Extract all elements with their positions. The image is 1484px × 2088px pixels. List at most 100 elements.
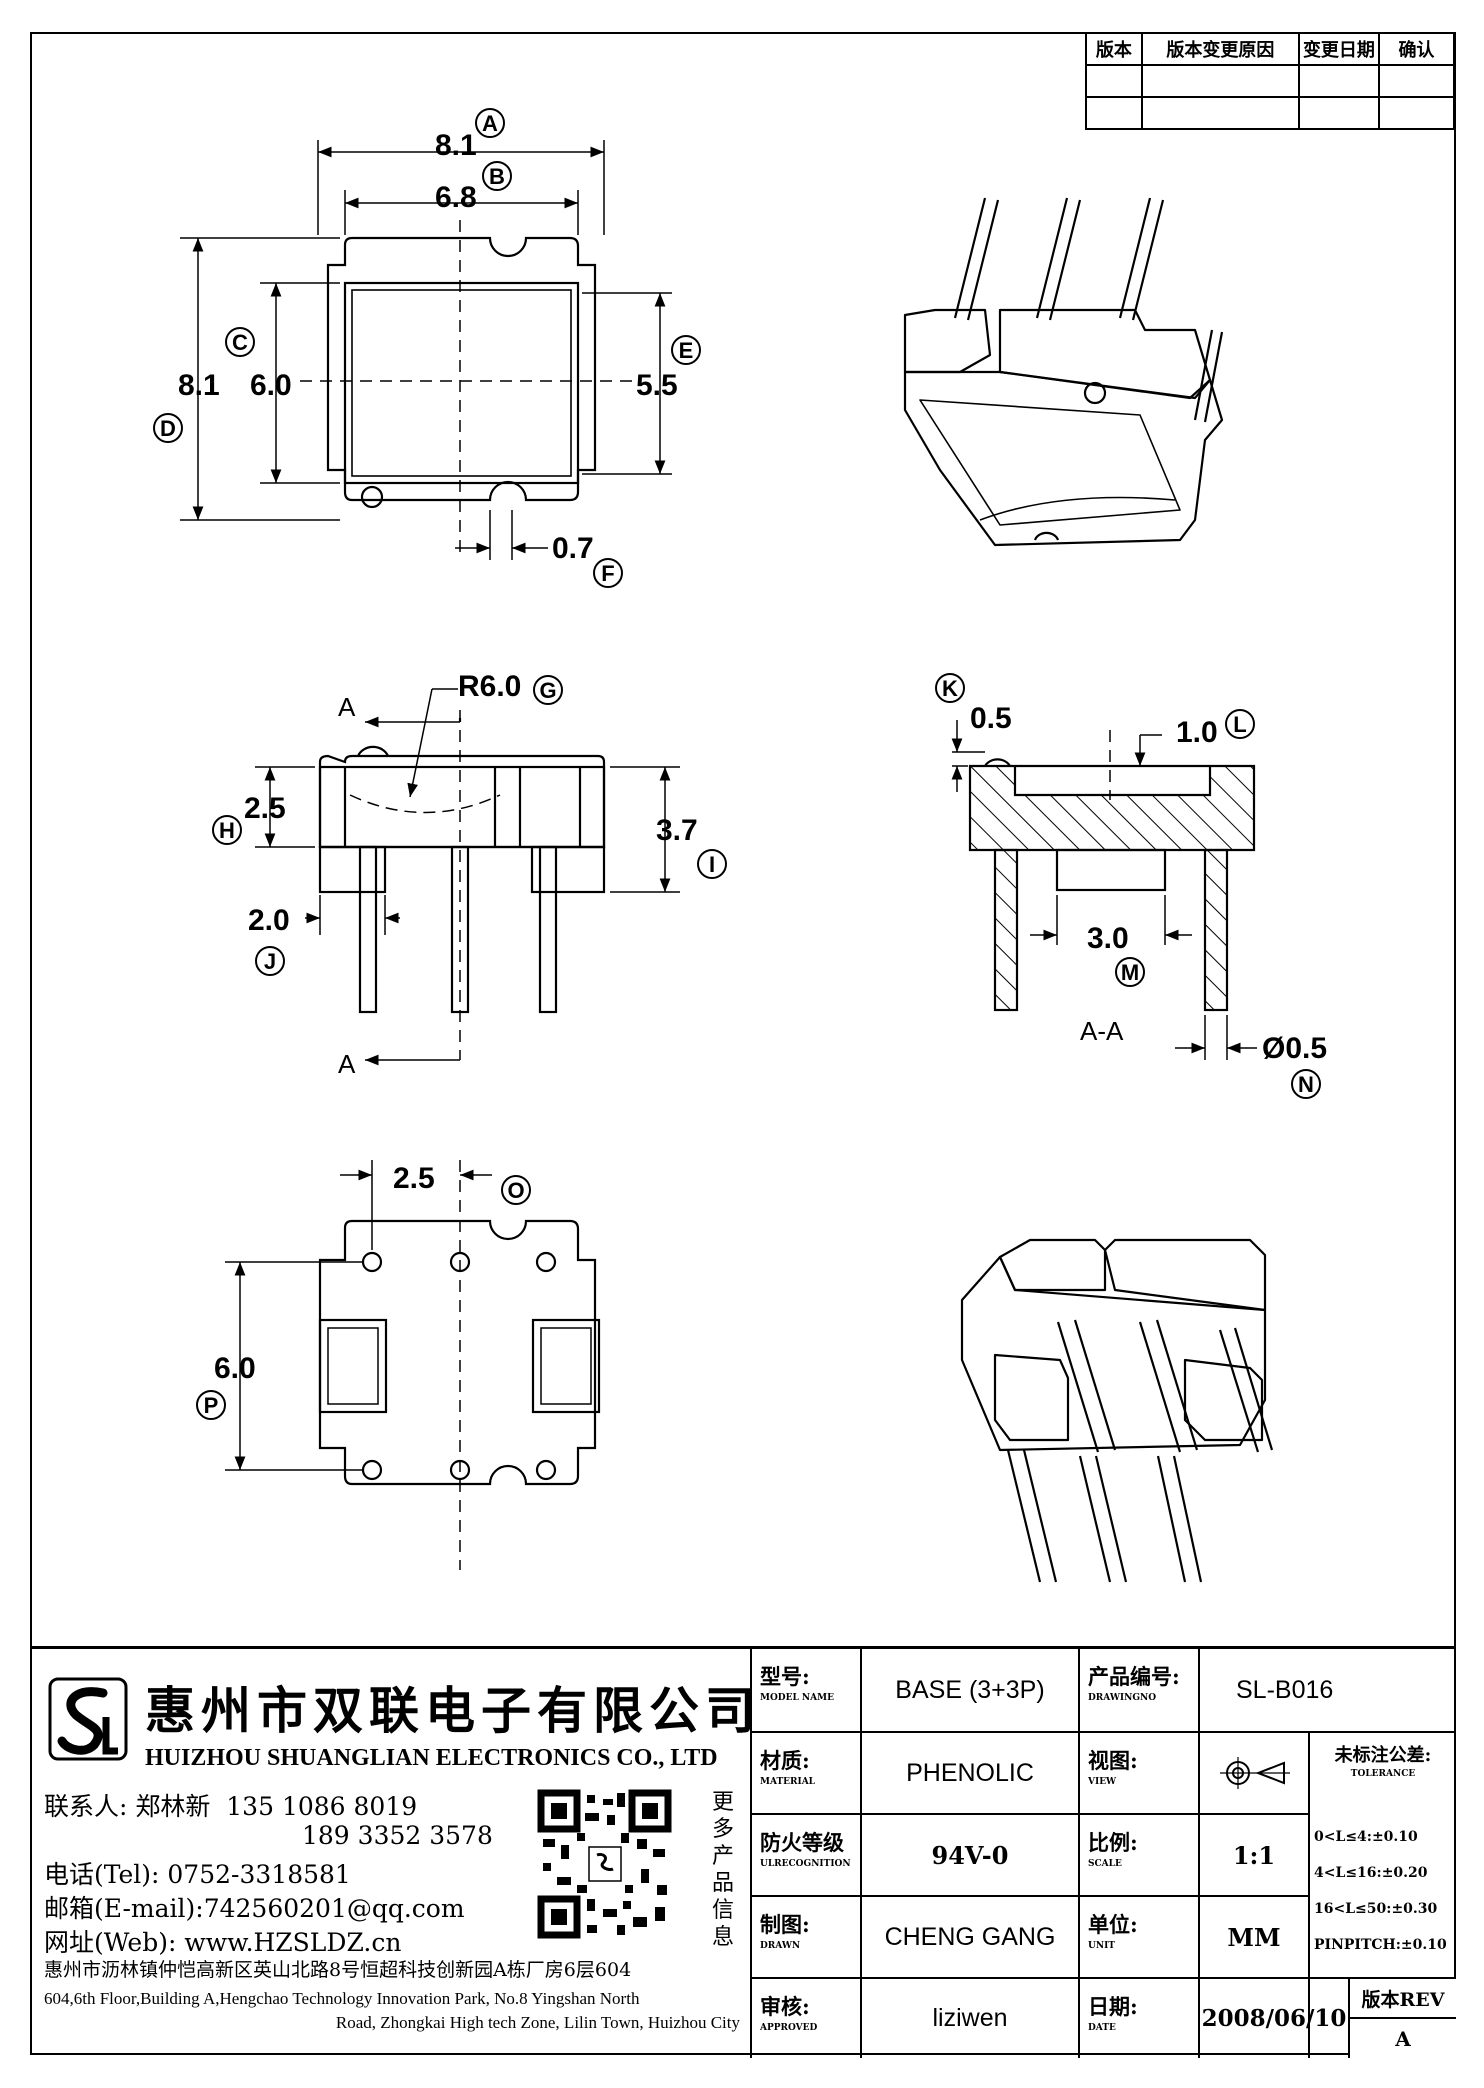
- more-info-label: 更 多 产 品 信 息: [711, 1790, 734, 1950]
- tag-g: G: [539, 678, 556, 703]
- drawing-views: 8.1 6.8 8.1 6.0 5.5 0.7 A B C D E F: [153, 108, 1327, 1583]
- dim-j-value: 2.0: [248, 904, 290, 937]
- view-label: 视图: VIEW: [1078, 1731, 1198, 1813]
- model-value: BASE (3+3P): [860, 1649, 1078, 1731]
- rev-cell: [1140, 64, 1300, 98]
- rev-header-reason: 版本变更原因: [1140, 32, 1300, 66]
- drawing-no-label: 产品编号: DRAWINGNO: [1078, 1649, 1198, 1731]
- approved-label: 审核: APPROVED: [750, 1977, 860, 2058]
- rev-cell: [1297, 96, 1380, 130]
- unit-value: MM: [1198, 1895, 1308, 1977]
- scale-value: 1:1: [1198, 1813, 1308, 1895]
- tag-j: J: [264, 949, 276, 974]
- tolerance-row: 4<L≤16:±0.20: [1314, 1865, 1428, 1881]
- rev-header-version: 版本: [1085, 32, 1143, 66]
- company-info: 惠州市双联电子有限公司 HUIZHOU SHUANGLIAN ELECTRONI…: [30, 1649, 755, 2058]
- company-name-en: HUIZHOU SHUANGLIAN ELECTRONICS CO., LTD: [145, 1745, 718, 1771]
- tag-k: K: [942, 676, 958, 701]
- dim-d-value: 8.1: [178, 369, 220, 402]
- drawing-no-value: SL-B016: [1198, 1649, 1456, 1731]
- contact-tel: 电话(Tel): 0752-3318581: [44, 1860, 351, 1889]
- dim-b-value: 6.8: [435, 181, 477, 214]
- date-value: 2008/06/10: [1198, 1977, 1348, 2058]
- isometric-view-bottom: [960, 1238, 1274, 1583]
- flame-rating-value: 94V-0: [860, 1813, 1078, 1895]
- tolerance-row: PINPITCH:±0.10: [1314, 1937, 1447, 1953]
- tag-d: D: [160, 416, 176, 441]
- address-en-line1: 604,6th Floor,Building A,Hengchao Techno…: [44, 1989, 640, 2008]
- scale-label: 比例: SCALE: [1078, 1813, 1198, 1895]
- section-mark-top: A: [338, 692, 356, 722]
- rev-cell: [1377, 64, 1456, 98]
- date-label: 日期: DATE: [1078, 1977, 1198, 2058]
- material-label: 材质: MATERIAL: [750, 1731, 860, 1813]
- dim-p-value: 6.0: [214, 1352, 256, 1385]
- dim-c-value: 6.0: [250, 369, 292, 402]
- rev-cell: [1140, 96, 1300, 130]
- company-logo-icon: [48, 1677, 128, 1761]
- front-view: [255, 688, 680, 1066]
- rev-cell: [1085, 96, 1143, 130]
- dim-a-value: 8.1: [435, 129, 477, 162]
- qr-code-icon: [537, 1789, 672, 1939]
- top-view: [180, 140, 672, 560]
- revision-table: 版本 版本变更原因 变更日期 确认: [1085, 32, 1456, 130]
- unit-label: 单位: UNIT: [1078, 1895, 1198, 1977]
- rev-cell: [1377, 96, 1456, 130]
- contact-phone2: 189 3352 3578: [302, 1821, 493, 1850]
- dim-g-value: R6.0: [458, 670, 521, 703]
- company-name-cn: 惠州市双联电子有限公司: [145, 1681, 761, 1740]
- top-outline: [326, 236, 597, 502]
- contact-phone1: 135 1086 8019: [226, 1792, 418, 1821]
- tag-n: N: [1298, 1072, 1314, 1097]
- tag-b: B: [489, 164, 505, 189]
- address-en-line2: Road, Zhongkai High tech Zone, Lilin Tow…: [335, 2013, 740, 2032]
- contact-person: 联系人: 郑林新 135 1086 8019: [44, 1792, 418, 1821]
- tag-i: I: [709, 852, 715, 877]
- tag-c: C: [232, 330, 248, 355]
- tag-p: P: [204, 1393, 219, 1418]
- flame-rating-label: 防火等级 ULRECOGNITION: [750, 1813, 860, 1895]
- approved-value: liziwen: [860, 1977, 1078, 2058]
- material-value: PHENOLIC: [860, 1731, 1078, 1813]
- contact-email: 邮箱(E-mail):742560201@qq.com: [44, 1894, 465, 1923]
- tag-l: L: [1233, 712, 1246, 737]
- dim-l-value: 1.0: [1176, 716, 1218, 749]
- dim-n-value: Ø0.5: [1262, 1032, 1327, 1065]
- dim-f-value: 0.7: [552, 532, 594, 565]
- dim-m-value: 3.0: [1087, 922, 1129, 955]
- title-block-grid: 型号: MODEL NAME BASE (3+3P) 产品编号: DRAWING…: [750, 1649, 1456, 2058]
- tag-o: O: [507, 1178, 524, 1203]
- contact-web: 网址(Web): www.HZSLDZ.cn: [44, 1928, 402, 1957]
- drawn-by-label: 制图: DRAWN: [750, 1895, 860, 1977]
- rev-header-date: 变更日期: [1297, 32, 1380, 66]
- bottom-view: [225, 1160, 601, 1570]
- tag-m: M: [1121, 960, 1139, 985]
- dim-tags-top: A B C D E F: [153, 108, 701, 588]
- section-view: [951, 720, 1257, 1060]
- tag-f: F: [601, 561, 614, 586]
- revision-label: 版本REV: [1348, 1977, 1456, 2017]
- tolerance-box: 未标注公差: TOLERANCE 0<L≤4:±0.10 4<L≤16:±0.2…: [1308, 1731, 1456, 2058]
- rev-cell: [1297, 64, 1380, 98]
- tolerance-row: 0<L≤4:±0.10: [1314, 1829, 1418, 1845]
- section-label: A-A: [1080, 1016, 1124, 1046]
- dim-k-value: 0.5: [970, 702, 1012, 735]
- revision-value: A: [1348, 2017, 1456, 2058]
- model-label: 型号: MODEL NAME: [750, 1649, 860, 1731]
- tolerance-row: 16<L≤50:±0.30: [1314, 1901, 1438, 1917]
- tag-e: E: [679, 338, 694, 363]
- dim-h-value: 2.5: [244, 792, 286, 825]
- tag-h: H: [219, 818, 235, 843]
- isometric-view-top: [903, 197, 1224, 547]
- address-cn: 惠州市沥林镇仲恺高新区英山北路8号恒超科技创新园A栋厂房6层604: [44, 1959, 632, 1981]
- dim-e-value: 5.5: [636, 369, 678, 402]
- top-inner-window: [343, 281, 580, 485]
- rev-header-confirm: 确认: [1377, 32, 1456, 66]
- title-block: 惠州市双联电子有限公司 HUIZHOU SHUANGLIAN ELECTRONI…: [30, 1646, 1456, 2058]
- projection-symbol-icon: [1198, 1731, 1308, 1813]
- dim-i-value: 3.7: [656, 814, 698, 847]
- rev-cell: [1085, 64, 1143, 98]
- drawing-border: [30, 32, 1456, 2055]
